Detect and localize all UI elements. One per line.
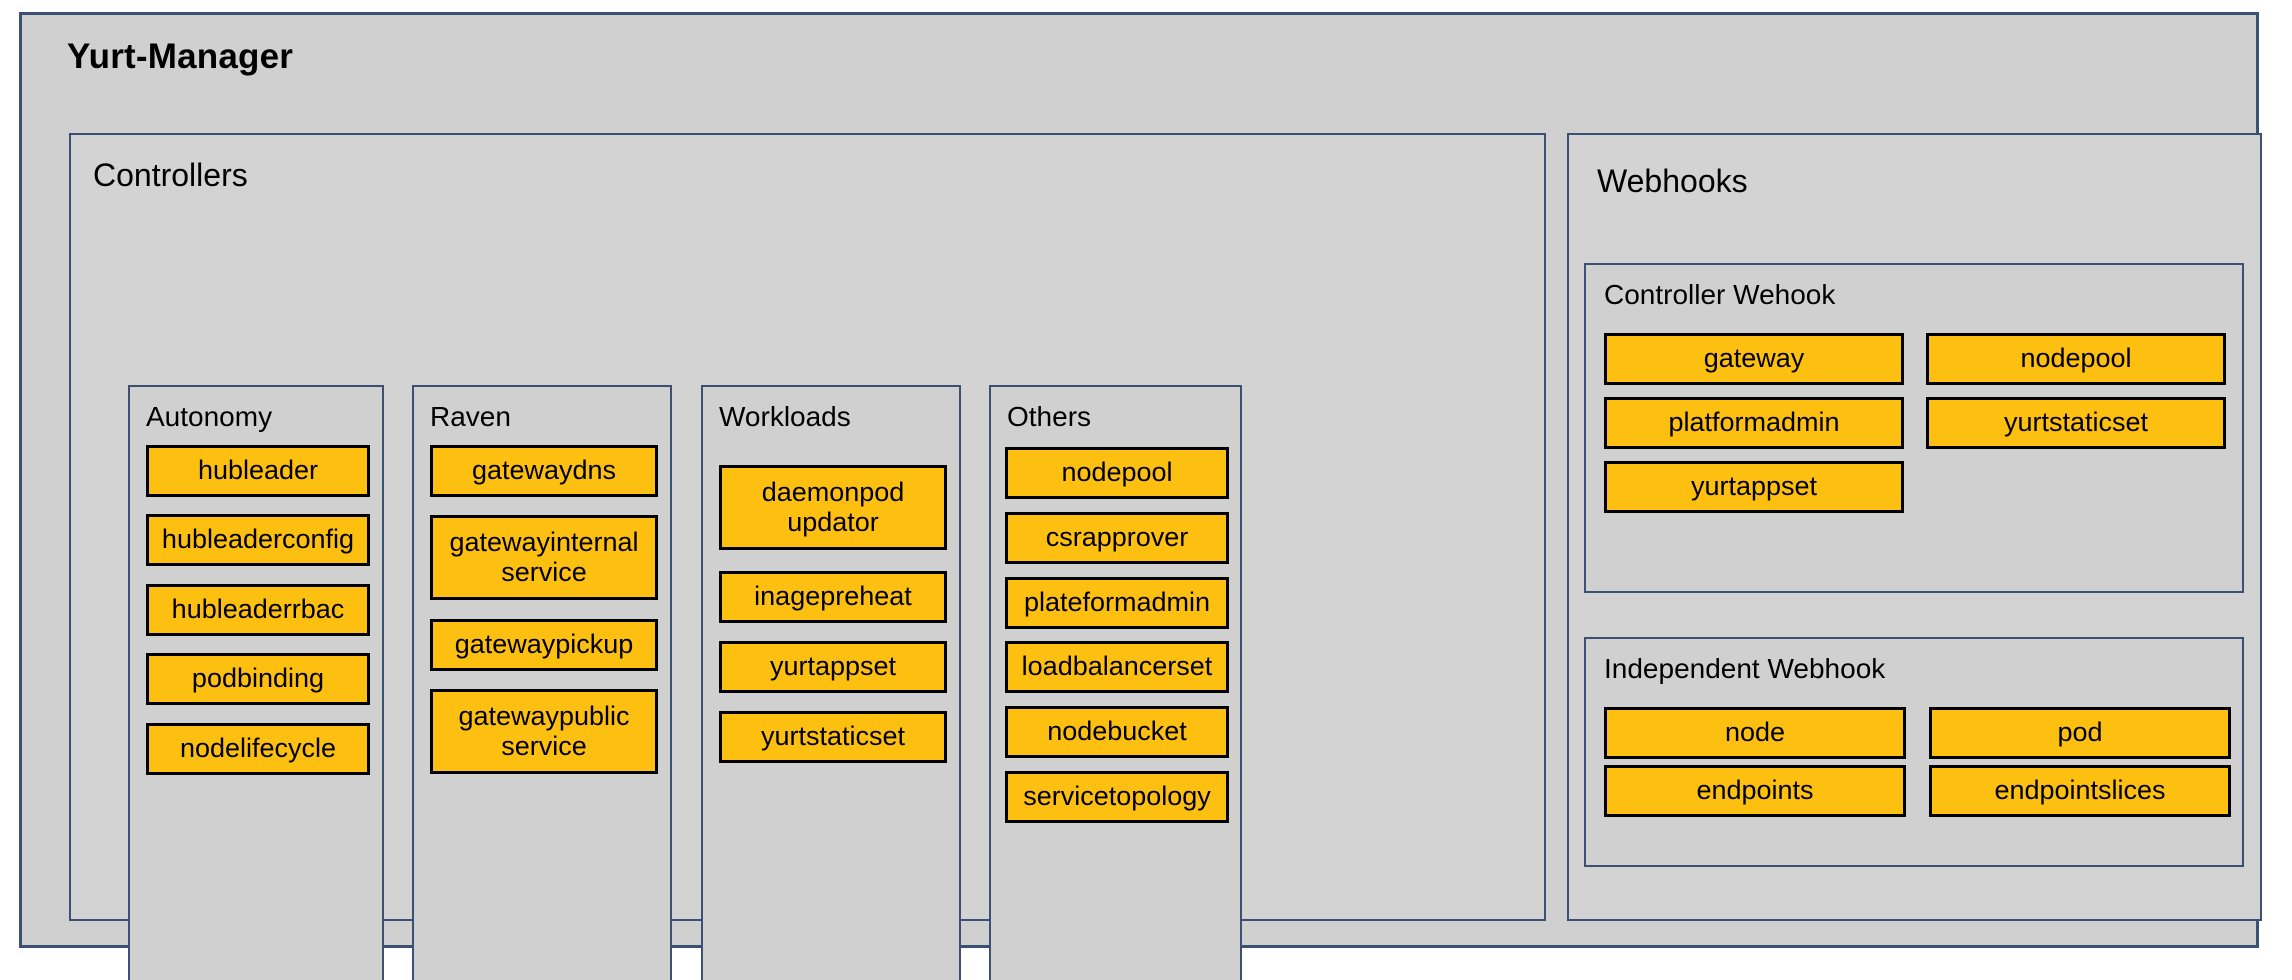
group-controller-webhook-title: Controller Wehook [1604, 279, 1836, 310]
controller-chip-nodebucket[interactable]: nodebucket [1005, 706, 1229, 758]
webhook-chip-platformadmin[interactable]: platformadmin [1604, 397, 1904, 449]
webhook-chip-endpointslices[interactable]: endpointslices [1929, 765, 2231, 817]
group-independent-webhook: Independent Webhook node pod endpoints e… [1584, 637, 2244, 867]
group-autonomy: Autonomy hubleader hubleaderconfig huble… [128, 385, 384, 980]
group-others-title: Others [1007, 401, 1092, 432]
controller-chip-yurtappset[interactable]: yurtappset [719, 641, 947, 693]
controller-chip-nodelifecycle[interactable]: nodelifecycle [146, 723, 370, 775]
group-workloads: Workloads daemonpod updator inagepreheat… [701, 385, 961, 980]
controller-chip-podbinding[interactable]: podbinding [146, 653, 370, 705]
controller-chip-servicetopology[interactable]: servicetopology [1005, 771, 1229, 823]
controller-chip-loadbalancerset[interactable]: loadbalancerset [1005, 641, 1229, 693]
webhook-chip-nodepool[interactable]: nodepool [1926, 333, 2226, 385]
page-title: Yurt-Manager [67, 37, 294, 76]
controller-chip-gatewaydns[interactable]: gatewaydns [430, 445, 658, 497]
group-autonomy-title: Autonomy [146, 401, 273, 432]
controller-chip-nodepool[interactable]: nodepool [1005, 447, 1229, 499]
controller-chip-hubleader[interactable]: hubleader [146, 445, 370, 497]
controller-chip-hubleaderconfig[interactable]: hubleaderconfig [146, 514, 370, 566]
webhook-chip-yurtappset[interactable]: yurtappset [1604, 461, 1904, 513]
webhook-chip-node[interactable]: node [1604, 707, 1906, 759]
controller-chip-gatewayinternalservice[interactable]: gatewayinternal service [430, 515, 658, 600]
group-independent-webhook-title: Independent Webhook [1604, 653, 1886, 684]
webhook-chip-endpoints[interactable]: endpoints [1604, 765, 1906, 817]
webhook-chip-pod[interactable]: pod [1929, 707, 2231, 759]
webhook-chip-yurtstaticset[interactable]: yurtstaticset [1926, 397, 2226, 449]
controller-chip-daemonpodupdator[interactable]: daemonpod updator [719, 465, 947, 550]
group-workloads-title: Workloads [719, 401, 851, 432]
group-raven: Raven gatewaydns gatewayinternal service… [412, 385, 672, 980]
webhooks-panel-title: Webhooks [1597, 163, 1748, 199]
yurt-manager-container: Yurt-Manager Controllers Autonomy hublea… [19, 12, 2262, 980]
controller-chip-yurtstaticset[interactable]: yurtstaticset [719, 711, 947, 763]
controller-chip-gatewaypublicservice[interactable]: gatewaypublic service [430, 689, 658, 774]
controller-chip-gatewaypickup[interactable]: gatewaypickup [430, 619, 658, 671]
group-controller-webhook: Controller Wehook gateway nodepool platf… [1584, 263, 2244, 593]
controller-chip-inagepreheat[interactable]: inagepreheat [719, 571, 947, 623]
controllers-panel-title: Controllers [93, 157, 248, 193]
controller-chip-csrapprover[interactable]: csrapprover [1005, 512, 1229, 564]
controller-chip-hubleaderrbac[interactable]: hubleaderrbac [146, 584, 370, 636]
controller-chip-plateformadmin[interactable]: plateformadmin [1005, 577, 1229, 629]
webhook-chip-gateway[interactable]: gateway [1604, 333, 1904, 385]
group-raven-title: Raven [430, 401, 511, 432]
group-others: Others nodepool csrapprover plateformadm… [989, 385, 1242, 980]
controllers-panel: Controllers Autonomy hubleader hubleader… [69, 133, 1546, 980]
